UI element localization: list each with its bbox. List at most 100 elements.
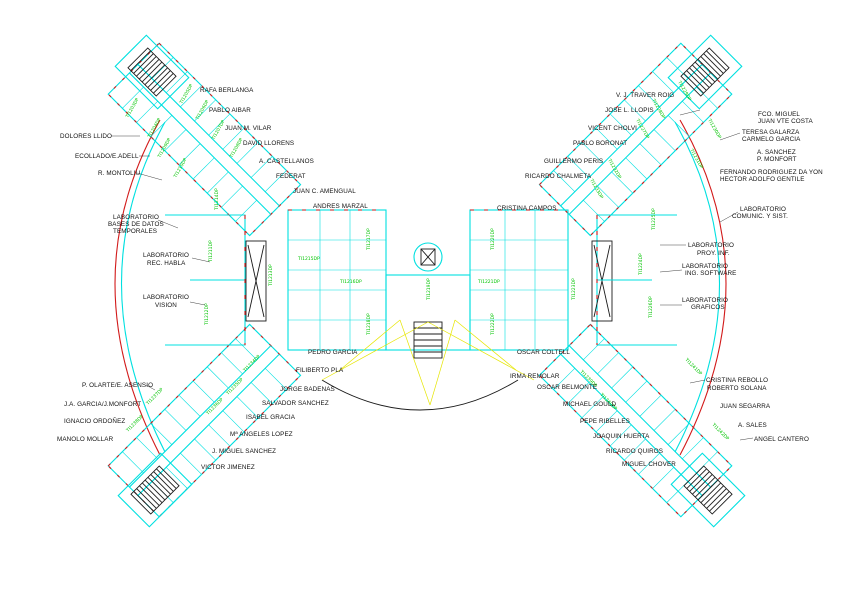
stair-sightlines	[321, 319, 535, 406]
room-code: TI1212DP	[204, 303, 210, 326]
label-federat: FEDERAT	[276, 173, 306, 180]
label-pedro-garcia: PEDRO GARCIA	[308, 349, 358, 356]
label-oscar-belmonte: OSCAR BELMONTE	[537, 384, 597, 391]
label-dolores-llido: DOLORES LLIDO	[60, 133, 112, 140]
label-j-miguel-sanchez: J. MIGUEL SANCHEZ	[212, 448, 276, 455]
room-code: TI1213DP	[268, 264, 274, 287]
wing-top-left	[107, 42, 302, 237]
label-michael-gould: MICHAEL GOULD	[563, 401, 617, 408]
room-code: TI1216DP	[339, 279, 362, 285]
right-curved-facade	[679, 119, 727, 456]
label-ricardo-quiros: RICARDO QUIROS	[606, 448, 663, 455]
lab-block-left	[165, 214, 267, 346]
label-ja-garcia-j-monfort: J.A. GARCIA/J.MONFORT	[64, 401, 141, 408]
wing-top-right	[538, 42, 733, 237]
room-code: TI1224DP	[638, 253, 644, 276]
room-code: TI1211DP	[208, 240, 214, 263]
label-angel-cantero: ANGEL CANTERO	[754, 436, 809, 443]
label-irma-remolar: IRMA REMOLAR	[510, 373, 560, 380]
label-lab-bd-2: BASES DE DATOS	[108, 221, 164, 228]
label-juan-c-amengual: JUAN C. AMENGUAL	[293, 188, 356, 195]
room-code: TI1242DP	[710, 421, 731, 442]
label-ricardo-chalmeta: RICARDO CHALMETA	[525, 173, 592, 180]
room-code: TI1232DP	[606, 157, 623, 180]
room-code: TI1220DP	[490, 228, 496, 251]
right-labels: V. J. TRAVER ROIG JOSE L. LLOPIS VICENT …	[497, 92, 823, 468]
room-code: TI1226DP	[648, 296, 654, 319]
label-manolo-mollar: MANOLO MOLLAR	[57, 436, 114, 443]
room-code: TI1221DP	[477, 279, 500, 285]
label-lab-bd-1: LABORATORIO	[113, 214, 159, 221]
left-labels: RAFA BERLANGA PABLO AIBAR JUAN M. VILAR …	[57, 87, 368, 471]
label-lab-proy-1: LABORATORIO	[688, 242, 734, 249]
label-david-llorens: DAVID LLORENS	[243, 140, 294, 147]
room-code: TI1203DP	[124, 97, 141, 120]
label-lab-graficos-1: LABORATORIO	[682, 297, 728, 304]
label-filiberto-pla: FILIBERTO PLA	[296, 367, 344, 374]
label-cristina-rebollo: CRISTINA REBOLLO	[706, 377, 768, 384]
label-pablo-boronat: PABLO BORONAT	[573, 140, 627, 147]
room-code: TI1225DP	[651, 208, 657, 231]
label-lab-ingsoft-2: ING. SOFTWARE	[685, 270, 736, 277]
room-code: TI1223DP	[571, 278, 577, 301]
label-lab-proy-2: PROY. INF.	[697, 250, 730, 257]
stair-tower-bottom-right	[670, 452, 746, 528]
label-guillermo-peris: GUILLERMO PERIS	[544, 158, 603, 165]
label-miguel-chover: MIGUEL CHOVER	[622, 461, 676, 468]
left-curved-facade	[114, 119, 161, 456]
label-r-montoliu: R. MONTOLIU	[98, 170, 141, 177]
room-code: TI1219DP	[426, 278, 432, 301]
room-code: TI1214DP	[214, 188, 220, 211]
room-code: TI1215DP	[297, 256, 320, 262]
label-andres-marzal: ANDRES MARZAL	[313, 203, 368, 210]
label-jorge-badenas: JORGE BADENAS	[280, 386, 335, 393]
label-ma-angeles-lopez: Mª ANGELES LOPEZ	[230, 431, 293, 438]
label-rafa-berlanga: RAFA BERLANGA	[200, 87, 254, 94]
label-pablo-aibar: PABLO AIBAR	[209, 107, 251, 114]
label-lab-comunic-2: COMUNIC. Y SIST.	[732, 213, 788, 220]
label-isabel-gracia: ISABEL GRACIA	[246, 414, 296, 421]
label-lab-graficos-2: GRAFICOS	[691, 304, 725, 311]
central-core	[287, 209, 569, 406]
room-code: TI1241DP	[683, 356, 704, 377]
label-fco-miguel: FCO. MIGUEL	[758, 111, 800, 118]
label-lab-comunic-1: LABORATORIO	[740, 206, 786, 213]
label-fernando-rodriguez: FERNANDO RODRIGUEZ DA YON	[720, 169, 823, 176]
label-juan-m-vilar: JUAN M. VILAR	[225, 125, 272, 132]
label-ignacio-ordonez: IGNACIO ORDOÑEZ	[64, 416, 125, 425]
label-lab-ingsoft-1: LABORATORIO	[682, 263, 728, 270]
label-pepe-ribelles: PEPE RIBELLES	[580, 418, 630, 425]
label-p-olarte-e-asensio: P. OLARTE/E. ASENSIO	[82, 382, 153, 389]
label-juan-vte-costa: JUAN VTE COSTA	[758, 118, 814, 125]
label-jose-l-llopis: JOSE L. LLOPIS	[605, 107, 654, 114]
label-lab-habla-2: REC. HABLA	[147, 260, 186, 267]
label-lab-habla-1: LABORATORIO	[143, 252, 189, 259]
room-code: TI1218DP	[366, 313, 372, 336]
label-hector-adolfo-gentile: HECTOR ADOLFO GENTILE	[720, 176, 805, 183]
label-a-sanchez: A. SANCHEZ	[757, 149, 796, 156]
label-lab-vision-1: LABORATORIO	[143, 294, 189, 301]
label-lab-bd-3: TEMPORALES	[113, 228, 157, 235]
label-vj-traver-roig: V. J. TRAVER ROIG	[616, 92, 674, 99]
stair-tower-top-right	[667, 34, 743, 110]
lab-block-right	[591, 214, 677, 346]
label-p-monfort: P. MONFORT	[757, 156, 797, 163]
room-code: TI1234DP	[241, 354, 262, 375]
label-oscar-coltell: OSCAR COLTELL	[517, 349, 570, 356]
label-victor-jimenez: VICTOR JIMENEZ	[201, 464, 255, 471]
label-salvador-sanchez: SALVADOR SANCHEZ	[262, 400, 329, 407]
central-elevator	[413, 242, 443, 272]
room-code: TI1222DP	[490, 313, 496, 336]
label-a-castellanos: A. CASTELLANOS	[259, 158, 314, 165]
label-ecollado-eadell: ECOLLADO/E.ADELL	[75, 153, 139, 160]
room-code: TI1204DP	[146, 117, 163, 140]
stair-tower-top-left	[114, 34, 190, 110]
label-vicent-cholvi: VICENT CHOLVI	[588, 125, 637, 132]
leader-lines	[111, 109, 754, 441]
label-juan-segarra: JUAN SEGARRA	[720, 403, 771, 410]
label-lab-vision-2: VISION	[155, 302, 177, 309]
room-code: TI1217DP	[366, 228, 372, 251]
room-code: TI1230DP	[706, 117, 723, 140]
wing-bottom-left	[107, 323, 302, 518]
